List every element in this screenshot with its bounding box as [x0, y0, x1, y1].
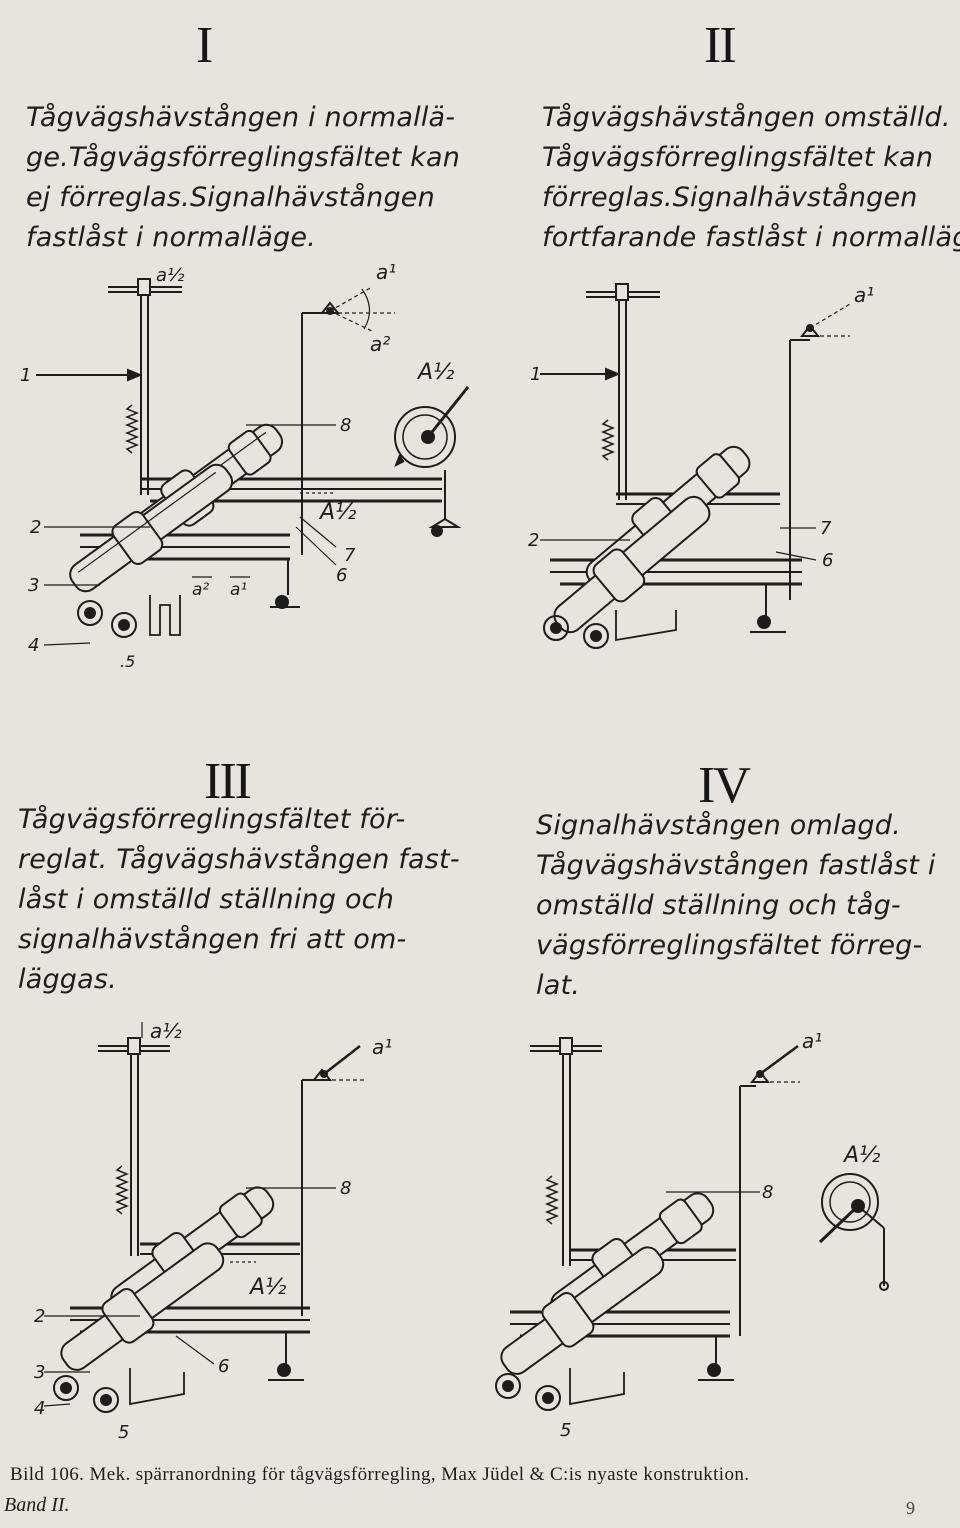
label-1: 1 [530, 364, 541, 385]
label-3: 3 [34, 1362, 45, 1383]
caption-line: Tågvägshävstången omställd. [542, 102, 951, 133]
caption-line: Tågvägsförreglingsfältet för- [18, 804, 406, 835]
panel-1-caption: Tågvägshävstången i normallä- ge.Tågvägs… [26, 98, 460, 258]
label-4: 4 [28, 635, 39, 656]
panel-3-mechanism-drawing: a½ a¹ A½ 8 2 3 4 5 6 [34, 1019, 392, 1443]
caption-line: lat. [536, 970, 581, 1001]
label-A-half: A½ [318, 500, 356, 525]
label-7: 7 [344, 545, 356, 566]
label-A-half-wheel: A½ [416, 360, 454, 385]
caption-line: signalhävstången fri att om- [18, 924, 407, 955]
label-3: 3 [28, 575, 39, 596]
label-a1: a¹ [802, 1029, 822, 1053]
caption-line: förreglas.Signalhävstången [542, 182, 918, 213]
caption-line: Tågvägshävstången i normallä- [26, 102, 456, 133]
label-A-half: A½ [248, 1275, 286, 1300]
label-a1: a¹ [376, 260, 396, 284]
label-6: 6 [822, 550, 833, 571]
label-a1-arrow: a¹ [230, 580, 247, 600]
panel-4-mechanism-drawing: a¹ A½ 8 5 [495, 1029, 889, 1441]
label-a2-arrow: a² [192, 580, 209, 600]
panel-3-caption: Tågvägsförreglingsfältet för- reglat. Tå… [18, 800, 460, 1000]
panel-1-numeral: I [196, 17, 213, 74]
label-2: 2 [30, 517, 41, 538]
panel-3-numeral: III [204, 753, 252, 810]
label-5: 5 [118, 1422, 129, 1443]
label-8: 8 [762, 1182, 773, 1203]
caption-line: vägsförreglingsfältet förreg- [536, 930, 923, 961]
caption-line: ge.Tågvägsförreglingsfältet kan [26, 142, 461, 173]
caption-line: läggas. [18, 964, 117, 995]
label-1: 1 [20, 365, 31, 386]
label-a1: a¹ [854, 283, 874, 307]
page-number: 9 [906, 1498, 915, 1518]
label-6: 6 [336, 565, 347, 586]
label-a-half: a½ [150, 1019, 182, 1043]
band-label: Band II. [4, 1494, 70, 1516]
caption-line: Tågvägsförreglingsfältet kan [542, 142, 934, 173]
caption-line: fortfarande fastlåst i normalläge. [542, 222, 960, 253]
caption-line: omställd ställning och tåg- [536, 890, 901, 921]
label-4: 4 [34, 1398, 45, 1419]
panel-2-numeral: II [704, 17, 737, 74]
label-5: .5 [120, 652, 135, 671]
label-8: 8 [340, 415, 351, 436]
panel-2-caption: Tågvägshävstången omställd. Tågvägsförre… [542, 98, 960, 258]
label-7: 7 [820, 518, 832, 539]
label-a1: a¹ [372, 1035, 392, 1059]
caption-line: ej förreglas.Signalhävstången [26, 182, 435, 213]
label-5: 5 [560, 1420, 571, 1441]
label-6: 6 [218, 1356, 229, 1377]
label-2: 2 [528, 530, 539, 551]
label-a-half: a½ [156, 265, 185, 286]
caption-line: Signalhävstången omlagd. [536, 810, 901, 841]
panel-4-caption: Signalhävstången omlagd. Tågvägshävstång… [536, 806, 936, 1006]
label-a2: a² [370, 332, 390, 356]
panel-1-mechanism-drawing: a½ a¹ a² A½ A½ 1 2 3 4 .5 6 7 8 a² a¹ [20, 260, 470, 671]
caption-line: Tågvägshävstången fastlåst i [536, 850, 936, 881]
label-A-half: A½ [842, 1143, 880, 1168]
panel-4-numeral: IV [698, 757, 751, 814]
caption-line: låst i omställd ställning och [18, 884, 395, 915]
caption-line: fastlåst i normalläge. [26, 222, 316, 253]
label-8: 8 [340, 1178, 351, 1199]
figure-caption: Bild 106. Mek. spärranordning för tågväg… [10, 1464, 750, 1485]
label-2: 2 [34, 1306, 45, 1327]
caption-line: reglat. Tågvägshävstången fast- [18, 844, 460, 875]
panel-2-mechanism-drawing: a¹ 1 2 6 7 [528, 283, 874, 649]
